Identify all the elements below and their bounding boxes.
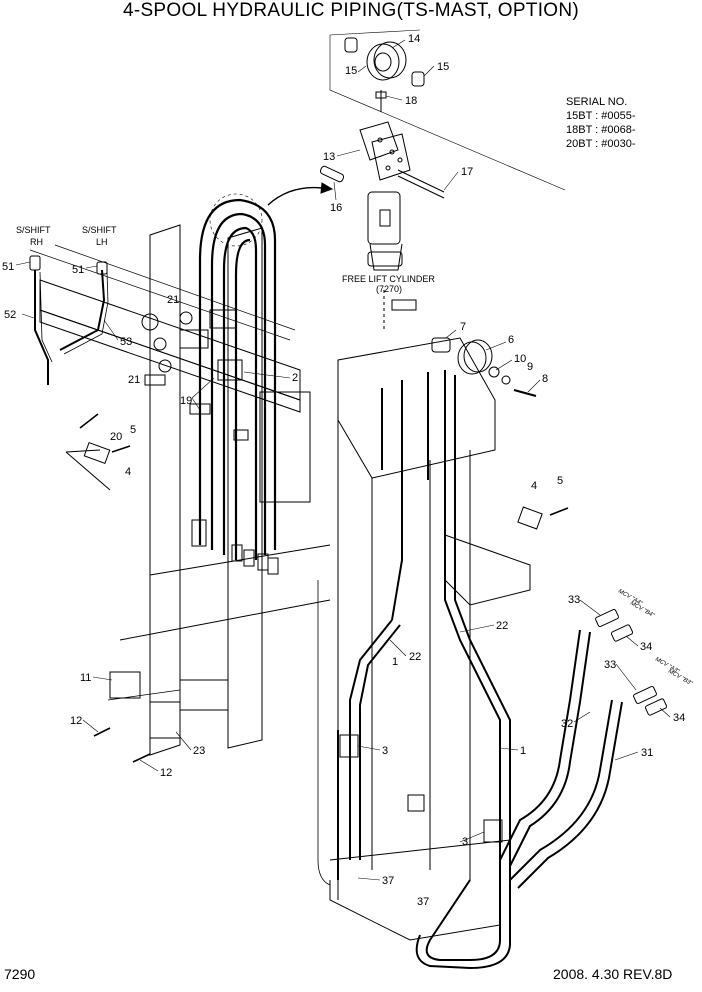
serial-row: 15BT : #0055- [566,110,636,122]
callout-32: 32 [561,718,573,730]
serial-number-block: SERIAL NO. 15BT : #0055- 18BT : #0068- 2… [566,95,636,151]
callout-37: 37 [382,875,394,887]
callout-13: 13 [323,151,335,163]
direction-arrow [267,186,323,206]
serial-heading: SERIAL NO. [566,96,628,108]
sshift-lh-side: LH [96,237,108,247]
callout-12: 12 [70,715,82,727]
callout-22: 22 [496,620,508,632]
sshift-rh-label: S/SHIFT [16,225,51,235]
callout-51: 51 [2,261,14,273]
callout-11: 11 [80,672,91,684]
callout-51: 51 [72,264,84,276]
revision-date: 2008. 4.30 REV.8D [553,966,673,982]
free-lift-cylinder-label: FREE LIFT CYLINDER [342,274,435,284]
callout-53: 53 [120,336,132,348]
free-lift-code-label: (7270) [376,284,402,294]
callout-19: 19 [180,395,192,407]
sshift-rh-side: RH [30,237,43,247]
callout-5: 5 [130,424,136,436]
callout-17: 17 [461,166,473,178]
callout-4: 4 [531,480,537,492]
callout-23: 23 [193,745,205,757]
mcv-pipe-set [499,608,668,889]
callout-15: 15 [345,65,357,77]
callout-3: 3 [382,745,388,757]
callout-33: 33 [604,659,616,671]
page-number: 7290 [4,966,36,982]
callout-1: 1 [520,745,526,757]
mcv-b4-label: MCV "B4" [629,601,656,620]
callout-52: 52 [4,309,16,321]
sshift-lh-label: S/SHIFT [82,225,117,235]
callout-16: 16 [330,202,342,214]
arrow-head [320,182,334,194]
callout-21: 21 [128,374,140,386]
callout-3: 3 [462,836,468,848]
callout-10: 10 [514,353,526,365]
callout-9: 9 [527,361,533,373]
callout-18: 18 [405,95,417,107]
callout-21: 21 [167,294,179,306]
free-lift-sheave-assembly [319,29,566,330]
page-title: 4-SPOOL HYDRAULIC PIPING(TS-MAST, OPTION… [122,0,580,21]
callout-6: 6 [508,334,514,346]
callout-20: 20 [110,431,122,443]
side-shifter-assembly [29,193,331,763]
mcv-b3-label: MCV "B3" [667,669,694,688]
callout-7: 7 [460,321,466,333]
callout-33: 33 [568,594,580,606]
callout-37: 37 [417,896,429,908]
serial-row: 20BT : #0030- [566,138,636,150]
callout-5: 5 [557,475,563,487]
callout-2: 2 [292,372,298,384]
callout-15: 15 [437,61,449,73]
callout-34: 34 [673,712,685,724]
callout-12: 12 [160,767,172,779]
callout-8: 8 [542,373,548,385]
callout-34: 34 [640,641,652,653]
serial-row: 18BT : #0068- [566,124,636,136]
callout-4: 4 [125,466,131,478]
callout-22: 22 [409,651,421,663]
callout-1: 1 [392,656,398,668]
callout-14: 14 [408,33,420,45]
callout-31: 31 [641,747,653,759]
main-mast-assembly [317,337,569,970]
